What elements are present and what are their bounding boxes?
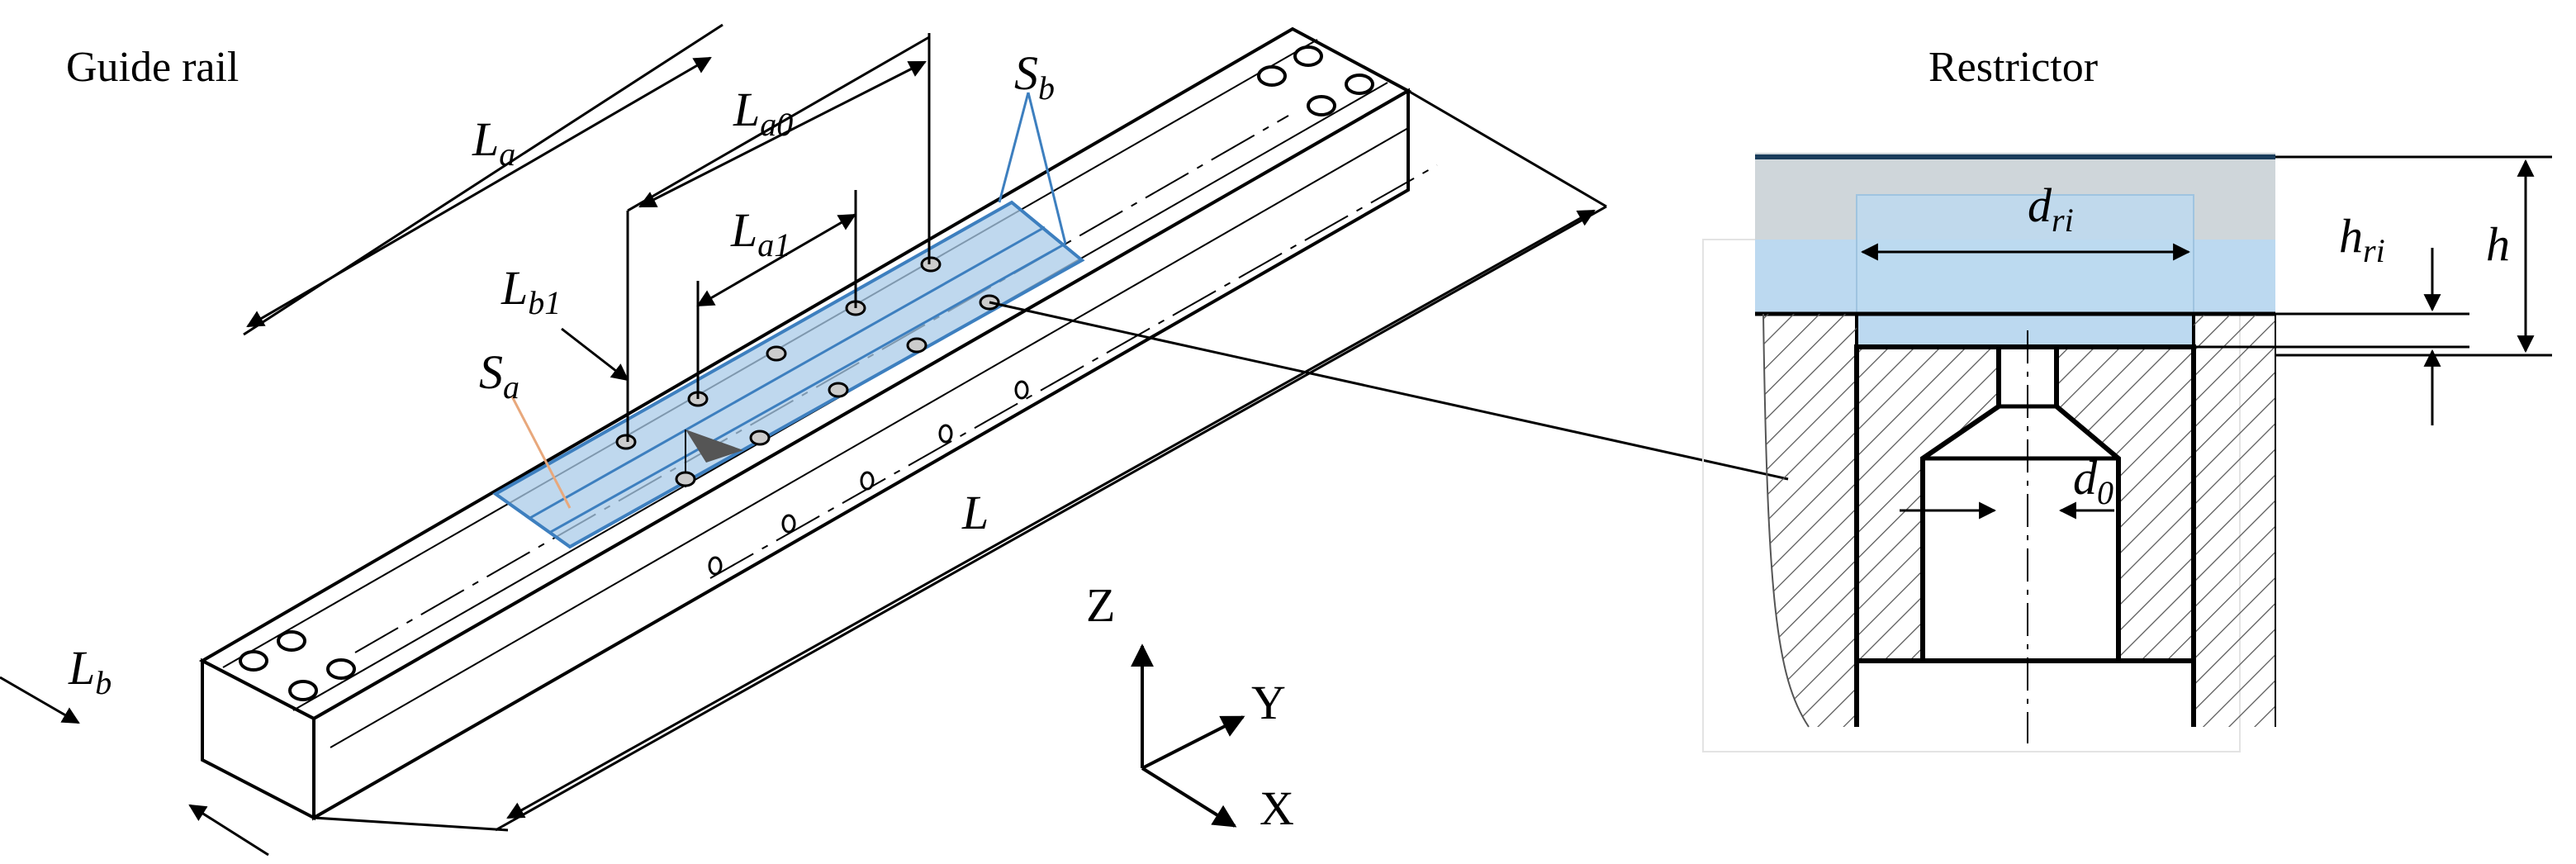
axis-label-z: Z bbox=[1086, 578, 1115, 632]
rail-dimension-lines bbox=[0, 23, 1789, 857]
restrictor-drawing bbox=[1702, 153, 2276, 752]
label-hri: hri bbox=[2339, 209, 2385, 269]
label-sb: Sb bbox=[1014, 46, 1055, 107]
label-lb: Lb bbox=[68, 641, 111, 701]
axis-triad bbox=[1131, 643, 1245, 828]
axis-label-x: X bbox=[1260, 781, 1294, 835]
restrictor-title: Restrictor bbox=[1928, 44, 2098, 91]
rail-mounting-holes bbox=[239, 45, 1374, 701]
label-d0: d0 bbox=[2073, 451, 2113, 511]
label-la: La bbox=[472, 112, 515, 173]
label-la1: La1 bbox=[730, 203, 790, 263]
label-lb1: Lb1 bbox=[500, 261, 561, 321]
guide-rail-title: Guide rail bbox=[66, 44, 239, 91]
label-l: L bbox=[961, 486, 989, 539]
rail-side-face bbox=[312, 88, 1410, 821]
label-la0: La0 bbox=[733, 83, 793, 143]
label-dri: dri bbox=[2028, 178, 2074, 239]
axis-label-y: Y bbox=[1251, 676, 1286, 729]
label-sa: Sa bbox=[479, 345, 519, 406]
restrictor-dimension-lines bbox=[1860, 155, 2552, 520]
restrictor-body-left bbox=[1763, 314, 1857, 727]
label-h: h bbox=[2486, 217, 2510, 271]
restrictor-body-right bbox=[2194, 314, 2275, 727]
